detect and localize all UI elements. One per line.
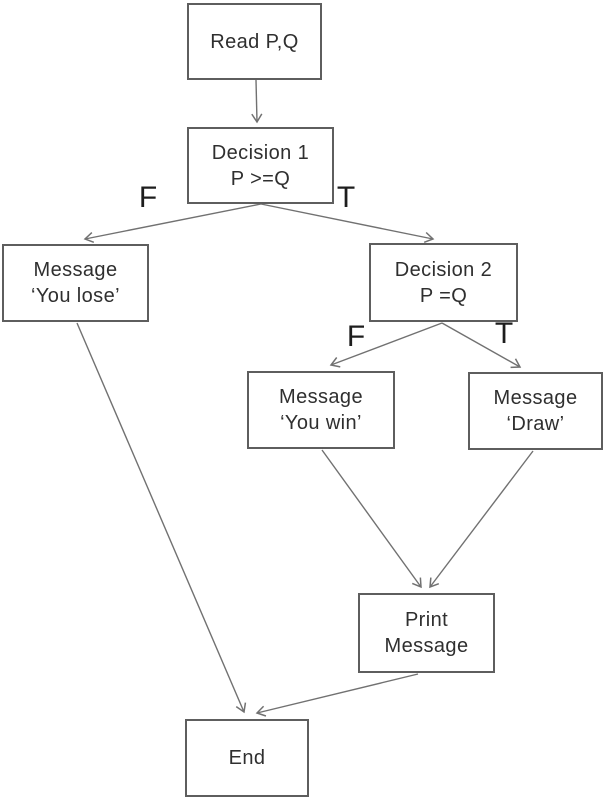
edge-decision2-to-draw	[441, 322, 522, 369]
node-message-you-lose: Message ‘You lose’	[2, 244, 149, 322]
node-text: P =Q	[419, 284, 468, 307]
node-text: Message	[33, 259, 118, 281]
edge-draw-to-print	[429, 450, 534, 589]
edge-you-win-to-print	[321, 449, 422, 589]
node-text: Print	[404, 609, 449, 631]
node-text: Message	[384, 635, 469, 657]
node-end: End	[185, 719, 309, 797]
node-print-message: Print Message	[358, 593, 495, 673]
node-text: Message	[493, 387, 578, 409]
edge-label-decision1-false: F	[138, 181, 158, 214]
node-text: Read P,Q	[210, 30, 299, 53]
edge-you-lose-to-end	[76, 322, 247, 714]
edge-print-to-end	[255, 673, 419, 717]
edge-label-decision2-true: T	[494, 317, 514, 350]
node-decision-1: Decision 1 P >=Q	[187, 127, 334, 204]
edge-decision2-to-you-win	[329, 322, 443, 368]
node-text: P >=Q	[230, 167, 291, 190]
node-text: Decision 2	[394, 258, 493, 281]
edge-label-decision2-false: F	[346, 320, 366, 353]
node-text: Message	[279, 386, 363, 408]
edge-read-to-decision1	[251, 79, 263, 124]
node-read-pq: Read P,Q	[187, 3, 322, 80]
node-text: Decision 1	[211, 141, 310, 164]
node-message-draw: Message ‘Draw’	[468, 372, 603, 450]
node-text: ‘You win’	[280, 412, 362, 434]
edge-label-decision1-true: T	[336, 181, 356, 214]
edge-decision1-to-you-lose	[83, 203, 262, 244]
node-message-you-win: Message ‘You win’	[247, 371, 395, 449]
edge-decision1-to-decision2	[260, 203, 435, 244]
node-text: End	[228, 747, 266, 769]
node-text: ‘You lose’	[31, 285, 120, 307]
node-text: ‘Draw’	[506, 413, 565, 435]
node-decision-2: Decision 2 P =Q	[369, 243, 518, 322]
